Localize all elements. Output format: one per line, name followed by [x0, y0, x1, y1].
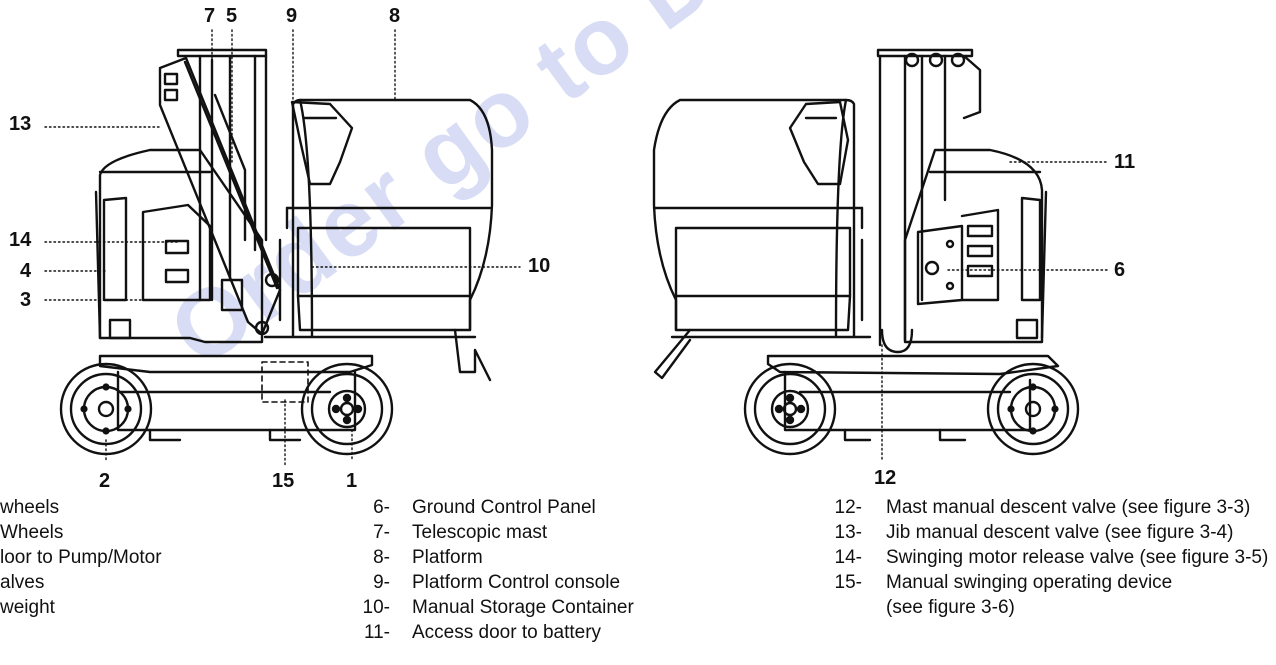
legend-text: alves: [0, 572, 45, 593]
callout-2: 2: [99, 470, 111, 492]
callout-4: 4: [20, 260, 32, 282]
callout-6: 6: [1114, 259, 1126, 281]
callout-12: 12: [874, 467, 897, 489]
callout-7: 7: [204, 5, 216, 27]
callout-5: 5: [226, 5, 238, 27]
legend-number: 10-: [362, 597, 390, 618]
legend-item: wheels: [0, 496, 59, 519]
callout-14: 14: [9, 229, 32, 251]
legend-text: Ground Control Panel: [412, 497, 596, 518]
legend-number: 14-: [834, 547, 862, 568]
legend-number: 8-: [373, 547, 390, 568]
legend-item: weight: [0, 596, 55, 619]
right-view: [652, 48, 1080, 456]
legend-text: Platform Control console: [412, 572, 621, 593]
callout-15: 15: [272, 470, 295, 492]
legend-text: Jib manual descent valve (see figure 3-4…: [886, 522, 1234, 543]
callout-3: 3: [20, 289, 32, 311]
leader-lines: [44, 29, 1109, 466]
legend-number: 6-: [373, 497, 390, 518]
legend-number: 9-: [373, 572, 390, 593]
callout-13: 13: [9, 113, 32, 135]
machine-diagram: [44, 29, 1109, 466]
legend-text: Platform: [412, 547, 483, 568]
callout-1: 1: [346, 470, 358, 492]
legend-item: loor to Pump/Motor: [0, 546, 162, 569]
legend-text: Telescopic mast: [412, 522, 548, 543]
legend-number: 12-: [834, 497, 862, 518]
callout-11: 11: [1114, 151, 1136, 173]
callout-8: 8: [389, 5, 401, 27]
legend-number: 13-: [834, 522, 862, 543]
legend-text: (see figure 3-6): [886, 597, 1015, 618]
legend-text: Manual swinging operating device: [886, 572, 1173, 593]
legend-text: Access door to battery: [412, 622, 602, 643]
legend-text: loor to Pump/Motor: [0, 547, 162, 568]
legend-text: Swinging motor release valve (see figure…: [886, 547, 1269, 568]
legend-number: 7-: [373, 522, 390, 543]
legend-item: Wheels: [0, 521, 63, 544]
legend-number: 11-: [363, 622, 390, 643]
legend-text: weight: [0, 597, 55, 618]
legend-number: 15-: [834, 572, 862, 593]
legend-text: wheels: [0, 497, 60, 518]
legend-text: Manual Storage Container: [412, 597, 634, 618]
legend-text: Wheels: [0, 522, 64, 543]
legend-text: Mast manual descent valve (see figure 3-…: [886, 497, 1251, 518]
callout-10: 10: [528, 255, 551, 277]
callout-9: 9: [286, 5, 298, 27]
left-view: [59, 48, 494, 456]
legend-item: alves: [0, 571, 44, 594]
